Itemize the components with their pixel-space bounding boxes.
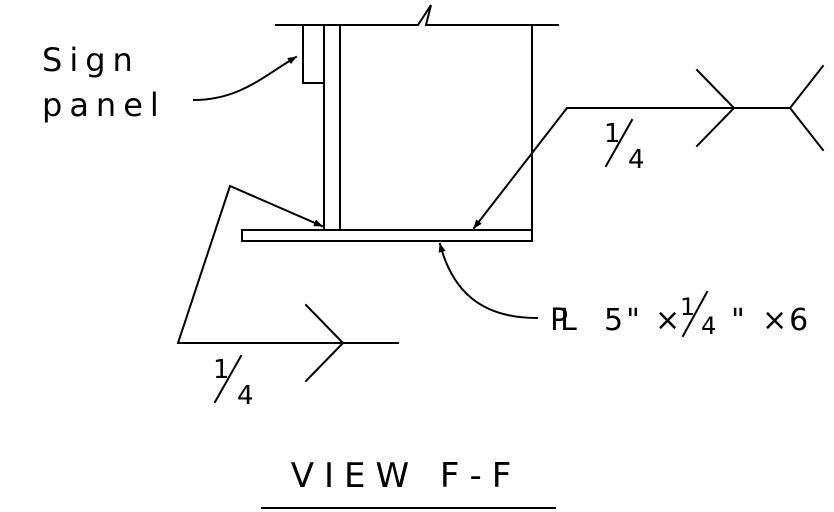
plate-frac-slash <box>681 290 709 338</box>
lower-weld-size-den: 4 <box>237 381 254 411</box>
plate-callout: PL 5" × 1 4 " ×6 <box>550 290 810 340</box>
sign-panel-label-line1: Sign <box>42 41 140 79</box>
plate-times-2: ×6 <box>762 303 810 338</box>
plate-times-1: × <box>655 303 680 338</box>
lower-weld-triangle <box>304 303 345 383</box>
plate-frac-num: 1 <box>680 293 695 321</box>
plate-dimension-1: 5" <box>604 303 643 338</box>
lower-weld-size-slash <box>213 354 243 404</box>
upper-weld-size-den: 4 <box>628 145 645 175</box>
upper-weld-size-num: 1 <box>604 119 621 149</box>
lower-weld-leader <box>176 184 399 344</box>
sign-panel-leader <box>192 55 298 102</box>
plate-frac-den: 4 <box>701 312 716 340</box>
upper-weld-triangle <box>695 68 736 148</box>
lower-weld-size: 1 4 <box>213 354 254 411</box>
lower-weld-size-num: 1 <box>213 355 230 385</box>
upper-weld-tail <box>788 64 825 152</box>
upper-weld-size-slash <box>604 118 634 168</box>
top-break-line <box>275 4 559 26</box>
base-plate <box>241 229 533 242</box>
plate-symbol: PL <box>550 303 577 338</box>
plate-leader <box>438 242 539 320</box>
upper-weld-size: 1 4 <box>604 118 645 175</box>
sign-panel-rect <box>302 24 325 84</box>
view-title: VIEW F-F <box>291 456 522 496</box>
plate-dimension-2: " <box>731 303 745 338</box>
upper-weld-leader <box>472 107 791 230</box>
sign-panel-label-line2: panel <box>42 86 166 124</box>
